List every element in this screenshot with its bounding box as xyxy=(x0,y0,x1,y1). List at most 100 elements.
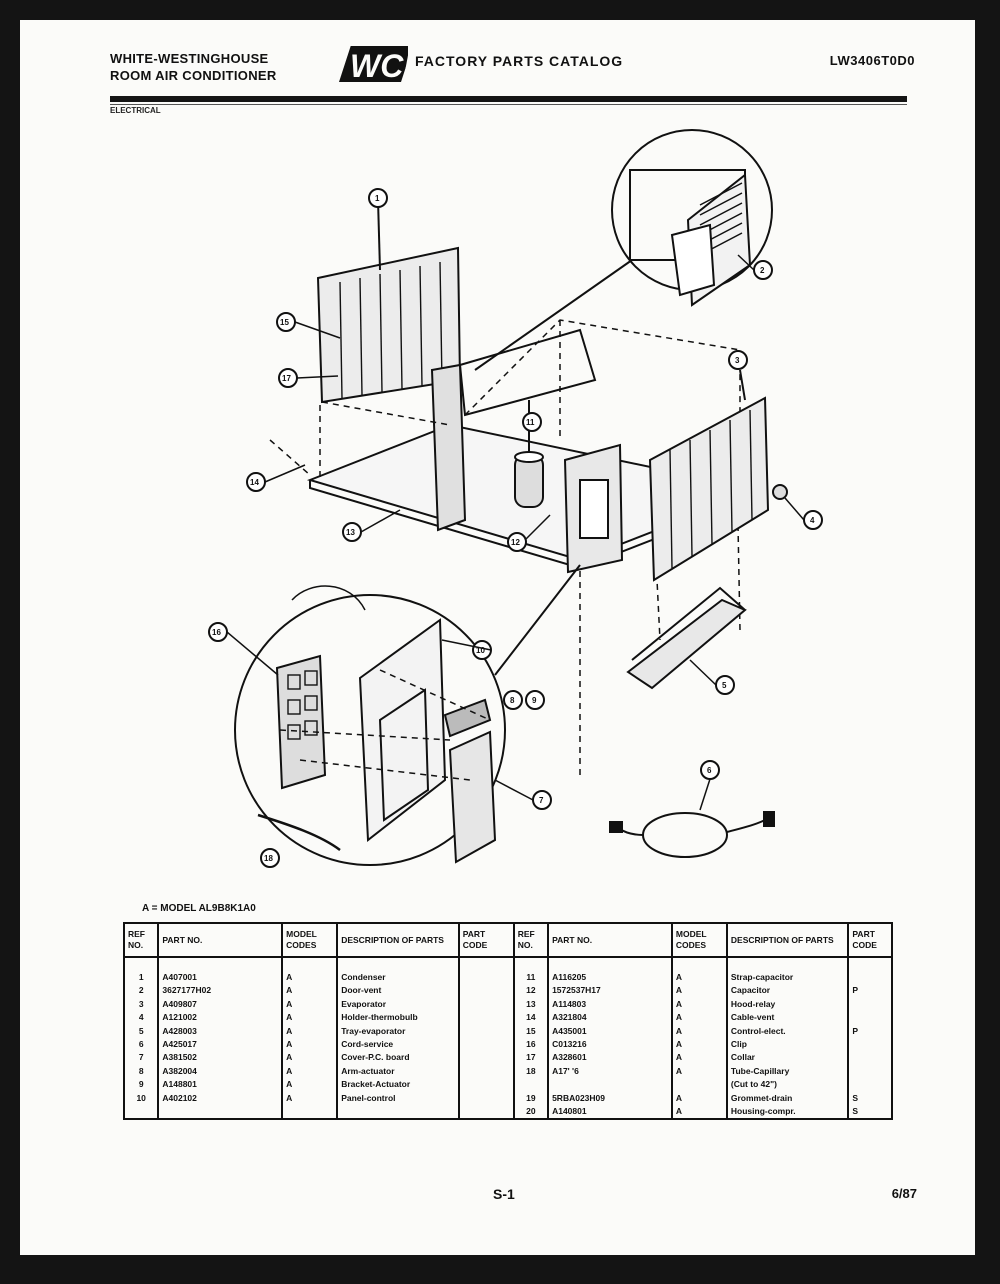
callout-12: 12 xyxy=(507,532,527,552)
cell-desc: Tube-Capillary xyxy=(725,1064,850,1079)
cell-part: A381502 xyxy=(157,1051,284,1065)
cell-desc: Collar xyxy=(725,1051,850,1065)
callout-17: 17 xyxy=(278,368,298,388)
cell-ref: 17 xyxy=(512,1051,550,1065)
callout-18: 18 xyxy=(260,848,280,868)
cell-ref: 14 xyxy=(512,1011,550,1025)
cell-ref: 6 xyxy=(122,1038,160,1052)
catalog-page: WHITE-WESTINGHOUSE ROOM AIR CONDITIONER … xyxy=(20,20,975,1255)
pc-board-cover xyxy=(448,730,497,864)
cell-model: A xyxy=(670,1011,728,1025)
cell-code xyxy=(457,1038,515,1052)
col-part: PART NO. xyxy=(157,922,284,958)
cell-desc: Tray-evaporator xyxy=(336,1024,460,1039)
cell-model: A xyxy=(281,1091,339,1106)
cell-model: A xyxy=(281,1024,339,1039)
cell-part: A425017 xyxy=(157,1038,284,1052)
cell-desc: Cord-service xyxy=(336,1038,460,1052)
cell-desc: Capacitor xyxy=(725,984,850,998)
callout-5: 5 xyxy=(715,675,735,695)
cell-desc: Arm-actuator xyxy=(336,1064,460,1079)
svg-text:8: 8 xyxy=(510,696,515,705)
callout-8: 8 xyxy=(503,690,523,710)
cell-code: S xyxy=(847,1105,893,1121)
cell-model: A xyxy=(670,957,728,985)
cell-model: A xyxy=(281,1011,339,1025)
cell-desc: (Cut to 42") xyxy=(725,1078,850,1092)
cell-ref: 20 xyxy=(512,1105,550,1121)
cell-code: P xyxy=(847,1024,893,1039)
cell-code xyxy=(457,1091,515,1106)
cell-model: A xyxy=(281,997,339,1012)
cell-model: A xyxy=(670,1064,728,1079)
cell-part: A116205 xyxy=(547,957,673,985)
cell-model: A xyxy=(281,1064,339,1079)
cell-code xyxy=(457,1078,515,1092)
cell-desc: Door-vent xyxy=(336,984,460,998)
cell-model xyxy=(670,1078,728,1092)
cell-code xyxy=(847,1011,893,1025)
col-code: PART CODE xyxy=(457,922,515,958)
cell-ref: 15 xyxy=(512,1024,550,1039)
svg-text:14: 14 xyxy=(250,478,259,487)
svg-text:7: 7 xyxy=(539,796,544,805)
callout-6: 6 xyxy=(700,760,720,780)
cell-desc: Cable-vent xyxy=(725,1011,850,1025)
callouts: 1 2 3 4 5 6 7 8 9 10 11 12 13 14 15 16 1… xyxy=(208,188,823,868)
cell-part: A328601 xyxy=(547,1051,673,1065)
cell-desc: Hood-relay xyxy=(725,997,850,1012)
cell-desc: Evaporator xyxy=(336,997,460,1012)
cell-code xyxy=(457,1011,515,1025)
cell-desc: Condenser xyxy=(336,957,460,985)
cell-code xyxy=(847,1078,893,1092)
callout-15: 15 xyxy=(276,312,296,332)
cell-model: A xyxy=(670,1038,728,1052)
electronic-control xyxy=(275,654,327,790)
cell-code xyxy=(457,1064,515,1079)
cell-part: A140801 xyxy=(547,1105,673,1121)
cell-ref: 5 xyxy=(122,1024,160,1039)
cell-desc: Bracket-Actuator xyxy=(336,1078,460,1092)
cell-desc: Housing-compr. xyxy=(725,1105,850,1121)
cell-ref: 12 xyxy=(512,984,550,998)
cell-part: A114803 xyxy=(547,997,673,1012)
cell-desc: Strap-capacitor xyxy=(725,957,850,985)
cell-ref: 13 xyxy=(512,997,550,1012)
callout-3: 3 xyxy=(728,350,748,370)
control-panel xyxy=(358,618,447,842)
parts-table: REF NO. PART NO. MODEL CODES DESCRIPTION… xyxy=(122,922,893,1121)
cell-ref: 11 xyxy=(512,957,550,985)
svg-text:5: 5 xyxy=(722,681,727,690)
cell-part: C013216 xyxy=(547,1038,673,1052)
header-rule-thin xyxy=(110,104,907,105)
svg-text:16: 16 xyxy=(212,628,221,637)
cell-ref: 1 xyxy=(122,957,160,985)
cell-part: 1572537H17 xyxy=(547,984,673,998)
cell-part: A435001 xyxy=(547,1024,673,1039)
svg-text:9: 9 xyxy=(532,696,537,705)
cell-part: A402102 xyxy=(157,1091,284,1106)
cell-desc: Clip xyxy=(725,1038,850,1052)
cell-ref: 7 xyxy=(122,1051,160,1065)
cell-model: A xyxy=(281,1051,339,1065)
callout-2: 2 xyxy=(753,260,773,280)
callout-14: 14 xyxy=(246,472,266,492)
cell-code xyxy=(847,1064,893,1079)
cell-part: A428003 xyxy=(157,1024,284,1039)
cell-desc: Cover-P.C. board xyxy=(336,1051,460,1065)
cell-ref: 9 xyxy=(122,1078,160,1092)
cell-desc: Panel-control xyxy=(336,1091,460,1106)
evaporator-tray xyxy=(626,598,747,690)
cell-desc xyxy=(336,1105,460,1121)
cell-part xyxy=(157,1105,284,1121)
svg-text:2: 2 xyxy=(760,266,765,275)
